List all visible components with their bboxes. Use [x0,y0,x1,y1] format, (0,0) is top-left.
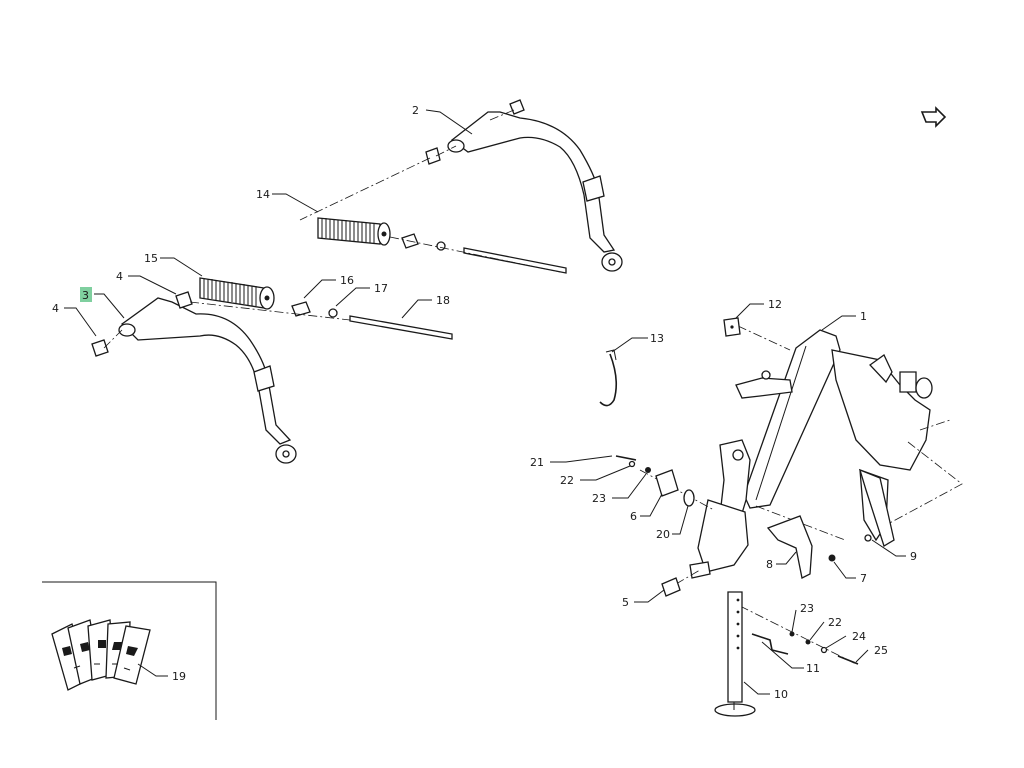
callout-4-lower: 4 [52,302,59,315]
callout-25: 25 [874,644,888,657]
orientation-arrow-icon [920,106,947,128]
callout-3-highlight [80,287,92,302]
decal-set-part-19 [51,619,151,691]
callout-10: 10 [774,688,788,701]
callout-4-upper: 4 [116,270,123,283]
callout-7: 7 [860,572,867,585]
callout-23-left: 23 [592,492,606,505]
callout-22-left: 22 [560,474,574,487]
callout-11: 11 [806,662,820,675]
callout-18: 18 [436,294,450,307]
main-frame-part-1 [689,329,933,579]
callout-24: 24 [852,630,866,643]
callout-21: 21 [530,456,544,469]
callout-20: 20 [656,528,670,541]
callout-13: 13 [650,332,664,345]
callout-14: 14 [256,188,270,201]
spring-part-14 [317,217,391,246]
callout-6: 6 [630,510,637,523]
callout-19: 19 [172,670,186,683]
callout-17: 17 [374,282,388,295]
upper-arm-part-2 [425,99,623,272]
jack-stand-part-10 [714,591,756,717]
hook-part-13 [599,353,618,407]
callout-23-right: 23 [800,602,814,615]
callout-3: 3 [82,289,89,302]
callout-2: 2 [412,104,419,117]
callout-1: 1 [860,310,867,323]
callout-5: 5 [622,596,629,609]
callout-15: 15 [144,252,158,265]
callout-22-right: 22 [828,616,842,629]
callout-9: 9 [910,550,917,563]
callout-16: 16 [340,274,354,287]
callout-12: 12 [768,298,782,311]
callout-8: 8 [766,558,773,571]
decal-inset-box [42,581,217,720]
spring-part-15 [199,277,275,310]
lower-arm-part-3 [91,291,297,464]
